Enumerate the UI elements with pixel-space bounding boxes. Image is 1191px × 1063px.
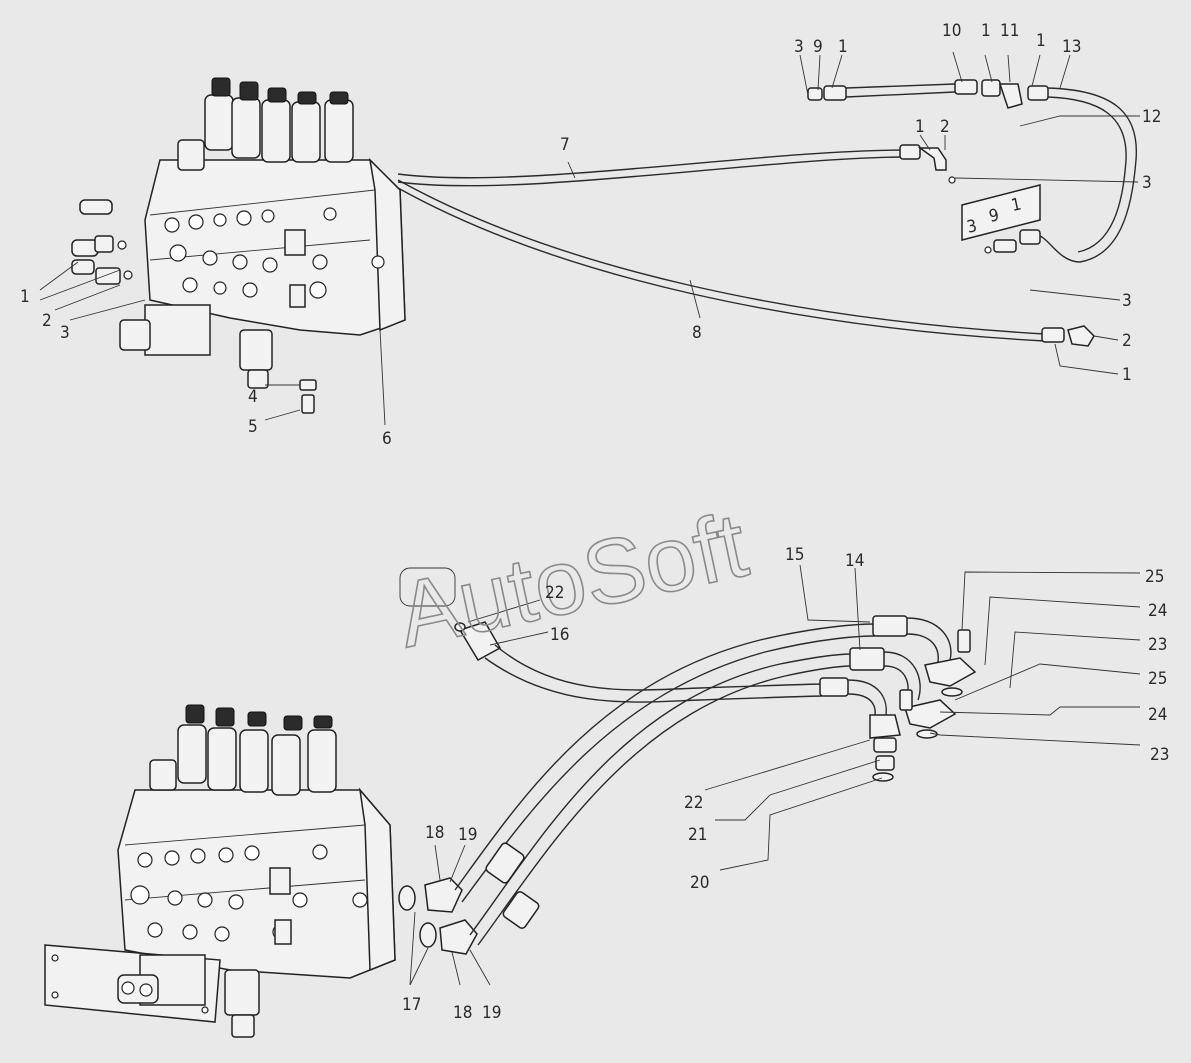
callout-25: 25 bbox=[1145, 567, 1164, 587]
washer-4 bbox=[299, 379, 317, 391]
callout-1: 1 bbox=[20, 287, 30, 307]
callout-15: 15 bbox=[785, 545, 804, 565]
callout-2: 2 bbox=[1122, 331, 1132, 351]
callout-1: 1 bbox=[981, 21, 991, 41]
callout-8: 8 bbox=[692, 323, 702, 343]
bottom-control-valve bbox=[44, 704, 437, 1038]
o-ring-17a bbox=[398, 885, 416, 911]
callout-3: 3 bbox=[1122, 291, 1132, 311]
callout-1: 1 bbox=[838, 37, 848, 57]
callout-23: 23 bbox=[1150, 745, 1169, 765]
callout-19: 19 bbox=[482, 1003, 501, 1023]
callout-11: 11 bbox=[1000, 21, 1019, 41]
callout-1: 1 bbox=[1036, 31, 1046, 51]
callout-13: 13 bbox=[1062, 37, 1081, 57]
leader-lines bbox=[39, 51, 1141, 986]
callout-1: 1 bbox=[1010, 194, 1024, 216]
o-ring-17b bbox=[419, 922, 437, 948]
callout-22: 22 bbox=[684, 793, 703, 813]
callout-17: 17 bbox=[402, 995, 421, 1015]
callout-3: 3 bbox=[60, 323, 70, 343]
callout-24: 24 bbox=[1148, 601, 1167, 621]
callout-7: 7 bbox=[560, 135, 570, 155]
flange-18b bbox=[439, 919, 478, 955]
hose-15 bbox=[454, 615, 952, 903]
callout-14: 14 bbox=[845, 551, 864, 571]
callout-19: 19 bbox=[458, 825, 477, 845]
split-flange-24b bbox=[904, 699, 957, 729]
callout-16: 16 bbox=[550, 625, 569, 645]
hose-8 bbox=[397, 179, 1095, 347]
callout-9: 9 bbox=[987, 205, 1001, 227]
hose-16 bbox=[458, 621, 887, 721]
callout-3: 3 bbox=[965, 216, 979, 238]
callout-21: 21 bbox=[688, 825, 707, 845]
bottom-solenoid-coils bbox=[149, 704, 337, 796]
callout-5: 5 bbox=[248, 417, 258, 437]
callout-23: 23 bbox=[1148, 635, 1167, 655]
o-ring-22 bbox=[454, 622, 466, 632]
split-flange-24a bbox=[924, 657, 977, 687]
inset-label-box bbox=[961, 184, 1041, 241]
callout-25: 25 bbox=[1148, 669, 1167, 689]
watermark-text: AutoSoft bbox=[389, 494, 755, 667]
callout-2: 2 bbox=[42, 311, 52, 331]
callout-24: 24 bbox=[1148, 705, 1167, 725]
callout-18: 18 bbox=[453, 1003, 472, 1023]
callout-3: 3 bbox=[794, 37, 804, 57]
callout-1: 1 bbox=[915, 117, 925, 137]
top-solenoid-coils bbox=[177, 77, 354, 171]
bolt-5 bbox=[301, 394, 315, 414]
bolt-25b bbox=[899, 689, 913, 711]
callout-9: 9 bbox=[813, 37, 823, 57]
callout-12: 12 bbox=[1142, 107, 1161, 127]
callout-20: 20 bbox=[690, 873, 709, 893]
callout-3: 3 bbox=[1142, 173, 1152, 193]
top-pilot-block bbox=[144, 304, 211, 356]
callout-22: 22 bbox=[545, 583, 564, 603]
top-left-fittings bbox=[71, 199, 133, 285]
callout-2: 2 bbox=[940, 117, 950, 137]
top-control-valve bbox=[71, 77, 406, 414]
callout-18: 18 bbox=[425, 823, 444, 843]
bolt-25a bbox=[957, 629, 971, 653]
callout-10: 10 bbox=[942, 21, 961, 41]
callout-4: 4 bbox=[248, 387, 258, 407]
hose-7 bbox=[397, 144, 956, 187]
callout-6: 6 bbox=[382, 429, 392, 449]
callout-numbers: 3 9 1 10 1 11 1 13 12 7 1 2 3 3 9 1 3 2 … bbox=[20, 21, 1169, 1023]
washer-23a bbox=[941, 687, 963, 697]
flange-18a bbox=[424, 877, 463, 913]
callout-1: 1 bbox=[1122, 365, 1132, 385]
